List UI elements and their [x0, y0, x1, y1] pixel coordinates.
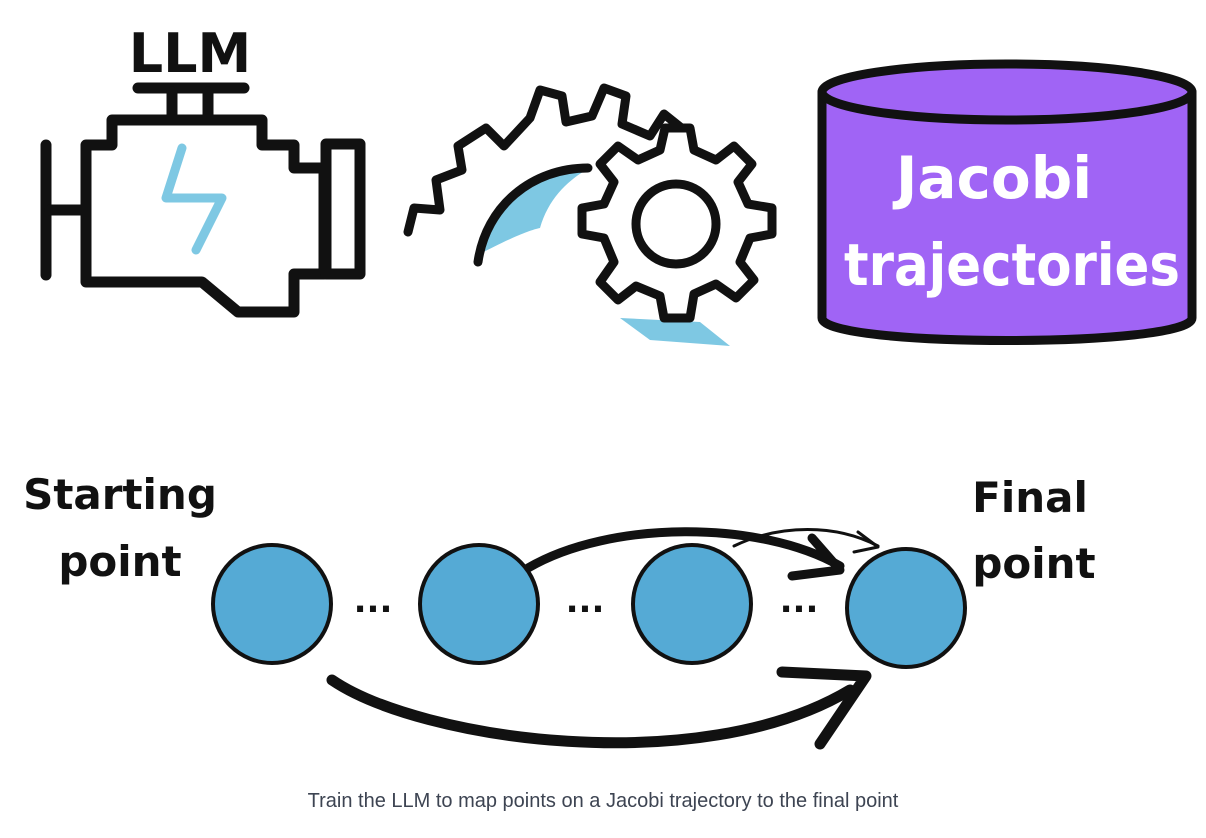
ellipsis-1: ...: [354, 581, 393, 621]
trajectory-point-3: [631, 543, 753, 665]
engine-icon: [40, 82, 366, 318]
end-label-line2: point: [972, 539, 1095, 588]
ellipsis-2: ...: [566, 581, 605, 621]
arrow-point2-to-final-head: [787, 533, 845, 581]
arrow-start-to-final-head: [776, 666, 872, 750]
ellipsis-3: ...: [780, 581, 819, 621]
start-label-line2: point: [58, 537, 181, 586]
small-gear-shadow: [620, 318, 730, 346]
trajectory-points: [211, 543, 967, 669]
database-label-line1: Jacobi: [892, 144, 1092, 212]
end-label-line1: Final: [972, 473, 1088, 522]
database-body: [817, 87, 1197, 345]
arrow-point3-to-final-head: [852, 530, 880, 554]
lightning-bolt-icon: [161, 143, 227, 255]
trajectory-point-2: [418, 543, 540, 665]
trajectory-point-start: [211, 543, 333, 665]
database-top: [817, 59, 1197, 125]
start-label-line1: Starting: [23, 470, 217, 519]
arrow-start-to-final: [326, 674, 856, 749]
engine-label: LLM: [129, 22, 252, 85]
arrow-point3-to-final: [732, 528, 880, 548]
trajectory-point-final: [845, 547, 967, 669]
gears-icon: [403, 83, 777, 346]
database-label-line2: trajectories: [844, 231, 1180, 299]
arrow-point2-to-final: [523, 527, 845, 573]
large-gear-outline: [403, 83, 689, 237]
database-icon: [817, 59, 1197, 345]
figure-caption: Train the LLM to map points on a Jacobi …: [307, 790, 899, 812]
gear-shadow-arc: [478, 169, 586, 255]
